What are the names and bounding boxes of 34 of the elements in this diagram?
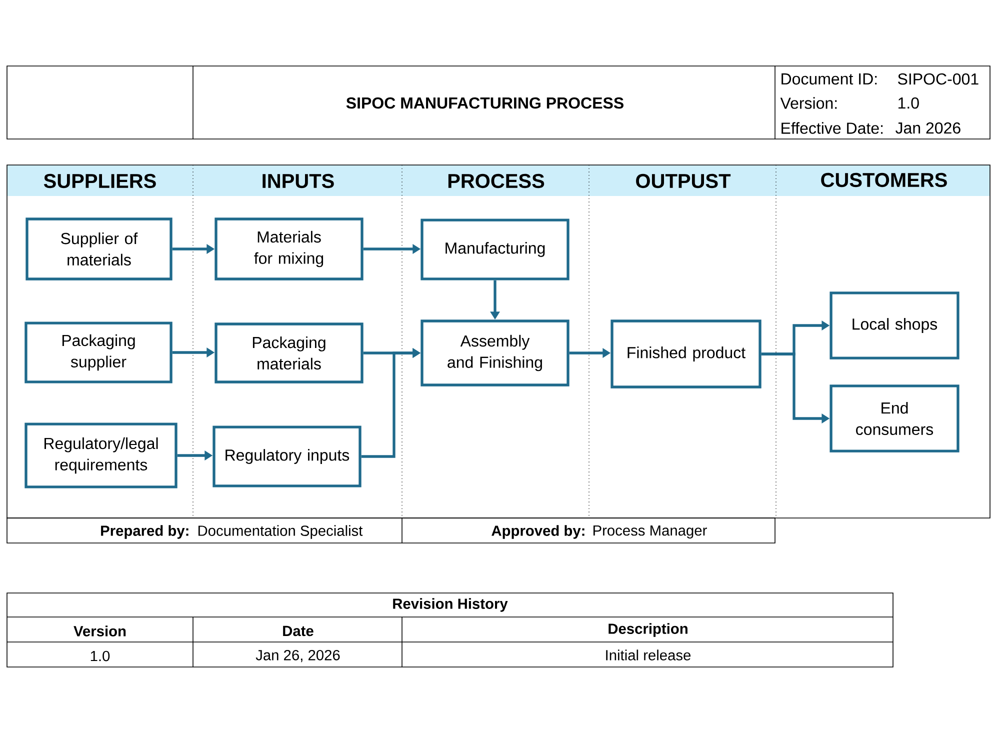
column-heading: Version [74, 626, 126, 636]
table-text: 1.0 [90, 650, 110, 662]
table-text: Initial release [606, 650, 691, 660]
column-heading: Date [283, 626, 314, 636]
field-value: Jan 2026 [896, 122, 960, 134]
process-box: Packaging supplier [24, 322, 172, 384]
column-heading: OUTPUST [636, 174, 731, 188]
document-title: SIPOC MANUFACTURING PROCESS [346, 97, 624, 109]
table-title: Revision History [393, 598, 508, 612]
signature-value: Process Manager [593, 525, 707, 539]
signature-value: Documentation Specialist [198, 525, 363, 539]
column-heading: Description [608, 623, 688, 637]
process-box: Regulatory/legal requirements [24, 422, 178, 488]
process-box: Local shops [830, 292, 960, 360]
signature-label: Prepared by: [101, 525, 188, 539]
field-label: Version: [780, 97, 837, 109]
column-heading: PROCESS [448, 174, 544, 188]
process-box: Packaging materials [214, 322, 364, 384]
process-box: Materials for mixing [214, 218, 364, 280]
column-heading: CUSTOMERS [821, 172, 947, 188]
signature-label: Approved by: [492, 525, 584, 539]
process-box: Manufacturing [420, 218, 570, 280]
process-box: Assembly and Finishing [420, 320, 570, 386]
column-heading: SUPPLIERS [44, 174, 156, 188]
field-value: 1.0 [898, 97, 919, 109]
field-value: SIPOC-001 [898, 73, 978, 85]
process-box: End consumers [830, 384, 960, 452]
column-heading: INPUTS [262, 174, 334, 188]
process-box: Finished product [610, 320, 762, 388]
field-label: Effective Date: [782, 122, 883, 134]
table-text: Jan 26, 2026 [256, 650, 340, 662]
process-box: Regulatory inputs [212, 426, 362, 488]
field-label: Document ID: [782, 73, 877, 85]
process-box: Supplier of materials [26, 218, 172, 280]
